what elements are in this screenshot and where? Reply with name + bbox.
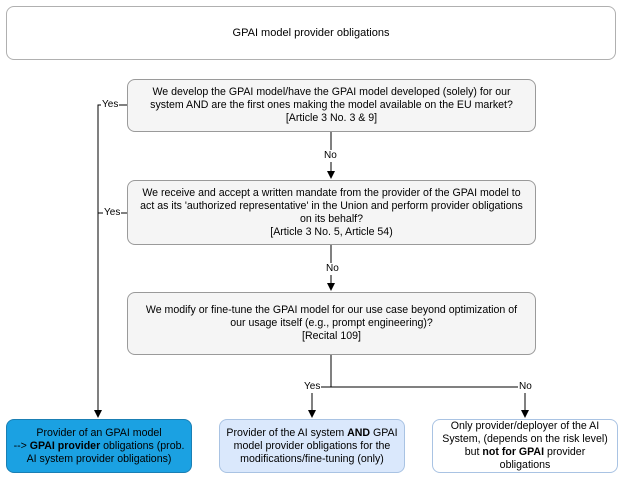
question-text: system AND are the first ones making the…	[150, 99, 513, 111]
outcome-text: model provider obligations for the	[233, 439, 391, 452]
edge-label-no: No	[325, 263, 340, 275]
edge-q1-yes	[94, 104, 127, 418]
outcome-text-part: obligations (prob.	[100, 439, 185, 452]
question-text: We receive and accept a written mandate …	[142, 186, 521, 199]
question-box-fine-tune: We modify or fine-tune the GPAI model fo…	[127, 292, 536, 355]
edge-label-no: No	[323, 150, 338, 162]
outcome-ai-system-and-gpai: Provider of the AI system AND GPAI model…	[219, 419, 405, 473]
edge-label-no: No	[518, 381, 533, 393]
outcome-gpai-provider: Provider of an GPAI model --> GPAI provi…	[6, 419, 192, 473]
outcome-text: modifications/fine-tuning (only)	[240, 452, 384, 465]
question-text: act as its 'authorized representative' i…	[140, 199, 523, 212]
outcome-text-bold: GPAI provider	[29, 439, 101, 452]
diagram-title: GPAI model provider obligations	[232, 26, 390, 39]
question-reference: [Recital 109]	[302, 330, 361, 342]
edge-q3-trunk	[308, 355, 332, 418]
question-box-authorized-representative: We receive and accept a written mandate …	[127, 180, 536, 245]
outcome-text: but not for GPAI provider	[465, 446, 585, 459]
outcome-text-part: provider	[544, 446, 586, 458]
outcome-text: AI system provider obligations)	[26, 452, 172, 465]
outcome-text-part: Provider of the AI system	[226, 426, 348, 439]
question-text: We develop the GPAI model/have the GPAI …	[152, 86, 511, 98]
outcome-text-part: but	[464, 446, 483, 458]
outcome-text: System, (depends on the risk level)	[442, 433, 608, 445]
question-text: on its behalf?	[299, 212, 364, 225]
diagram-title-box: GPAI model provider obligations	[6, 6, 616, 60]
outcome-text-part: -->	[13, 439, 30, 452]
question-text: We modify or fine-tune the GPAI model fo…	[145, 304, 518, 316]
question-box-first-market: We develop the GPAI model/have the GPAI …	[127, 79, 536, 132]
outcome-text: Only provider/deployer of the AI	[450, 420, 600, 432]
question-text: our usage itself (e.g., prompt engineeri…	[230, 317, 433, 329]
outcome-text-bold: not for GPAI	[482, 446, 545, 458]
outcome-text: Provider of the AI system AND GPAI	[226, 427, 397, 440]
edge-label-yes: Yes	[103, 207, 122, 219]
edge-q3-no	[331, 386, 529, 418]
outcome-text-bold: AND	[347, 426, 371, 439]
outcome-text: obligations	[499, 459, 551, 471]
outcome-text: --> GPAI provider obligations (prob.	[14, 440, 185, 453]
edge-label-yes: Yes	[303, 381, 322, 393]
question-reference: [Article 3 No. 5, Article 54)	[270, 225, 393, 238]
outcome-provider-deployer-only: Only provider/deployer of the AI System,…	[432, 419, 618, 473]
outcome-text-part: GPAI	[370, 426, 398, 439]
outcome-text: Provider of an GPAI model	[36, 426, 162, 439]
edge-label-yes: Yes	[101, 99, 120, 111]
question-reference: [Article 3 No. 3 & 9]	[285, 112, 378, 124]
